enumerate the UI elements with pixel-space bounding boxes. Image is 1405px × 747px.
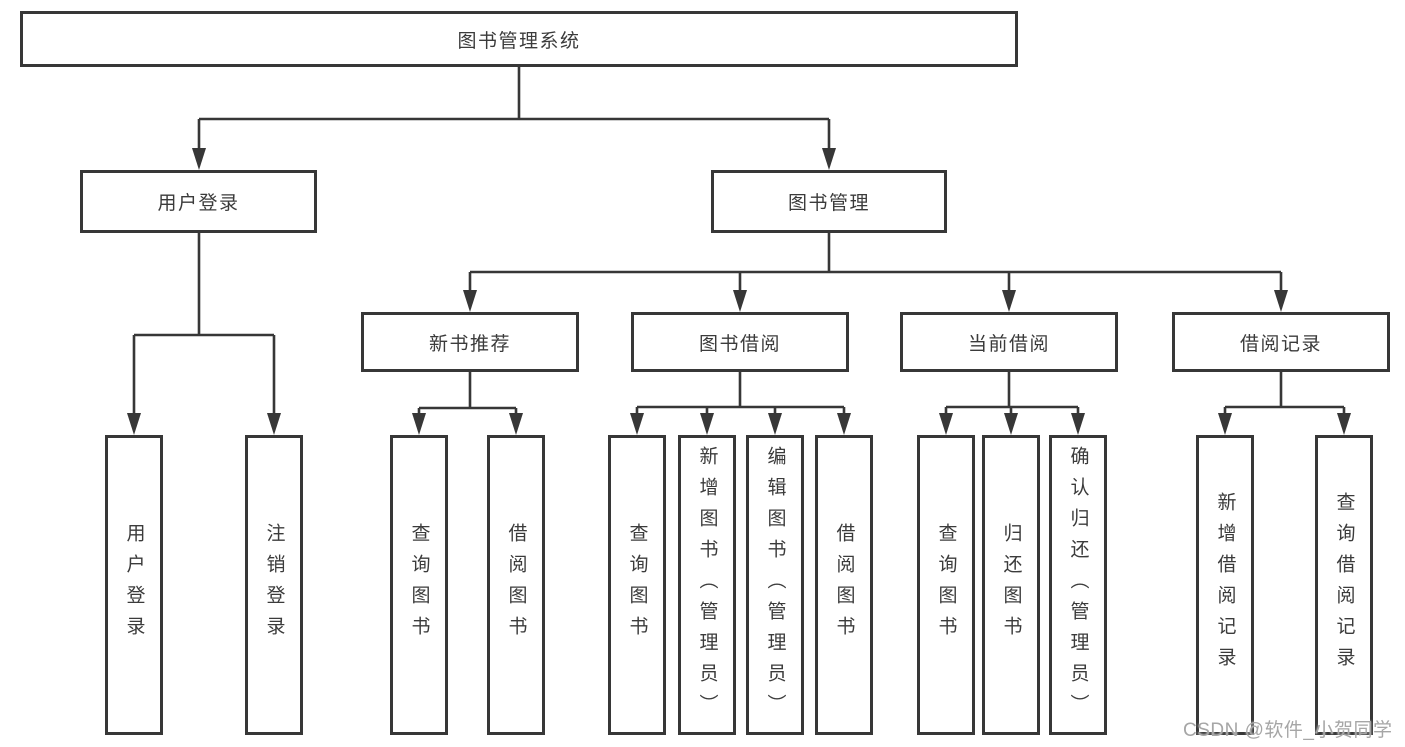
node-new-book-recommend: 新书推荐 — [361, 312, 579, 372]
node-label: 注销登录 — [263, 523, 285, 647]
leaf-query-books-borrow: 查询图书 — [608, 435, 666, 735]
leaf-borrow-books-recommend: 借阅图书 — [487, 435, 545, 735]
node-label: 查询图书 — [626, 523, 648, 647]
node-current-borrow: 当前借阅 — [900, 312, 1118, 372]
node-label: 借阅记录 — [1239, 333, 1322, 355]
leaf-edit-book-admin: 编辑图书（管理员） — [746, 435, 804, 735]
leaf-query-books-current: 查询图书 — [917, 435, 975, 735]
leaf-query-books-recommend: 查询图书 — [390, 435, 448, 735]
node-label: 当前借阅 — [967, 333, 1050, 355]
leaf-confirm-return-admin: 确认归还（管理员） — [1049, 435, 1107, 735]
node-label: 用户登录 — [157, 193, 240, 214]
node-label: 查询借阅记录 — [1333, 492, 1355, 678]
node-label: 查询图书 — [935, 523, 957, 647]
leaf-user-login: 用户登录 — [105, 435, 163, 735]
node-label: 编辑图书（管理员） — [764, 445, 786, 725]
leaf-logout: 注销登录 — [245, 435, 303, 735]
node-label: 借阅图书 — [505, 523, 527, 647]
node-label: 新书推荐 — [428, 333, 511, 355]
node-book-borrow: 图书借阅 — [631, 312, 849, 372]
node-label: 图书管理系统 — [457, 30, 581, 52]
node-book-management: 图书管理 — [711, 170, 947, 233]
node-label: 图书借阅 — [698, 333, 781, 355]
node-label: 新增借阅记录 — [1214, 492, 1236, 678]
leaf-add-book-admin: 新增图书（管理员） — [678, 435, 736, 735]
node-label: 借阅图书 — [833, 523, 855, 647]
node-label: 用户登录 — [123, 523, 145, 647]
node-user-login: 用户登录 — [80, 170, 317, 233]
node-label: 图书管理 — [787, 193, 870, 214]
node-borrow-records: 借阅记录 — [1172, 312, 1390, 372]
leaf-return-book: 归还图书 — [982, 435, 1040, 735]
node-label: 确认归还（管理员） — [1067, 445, 1089, 725]
node-label: 归还图书 — [1000, 523, 1022, 647]
node-label: 新增图书（管理员） — [696, 445, 718, 725]
node-label: 查询图书 — [408, 523, 430, 647]
leaf-borrow-books: 借阅图书 — [815, 435, 873, 735]
node-library-management-system: 图书管理系统 — [20, 11, 1018, 67]
csdn-watermark: CSDN @软件_小贺同学 — [1183, 720, 1393, 741]
leaf-add-borrow-record: 新增借阅记录 — [1196, 435, 1254, 735]
leaf-query-borrow-record: 查询借阅记录 — [1315, 435, 1373, 735]
